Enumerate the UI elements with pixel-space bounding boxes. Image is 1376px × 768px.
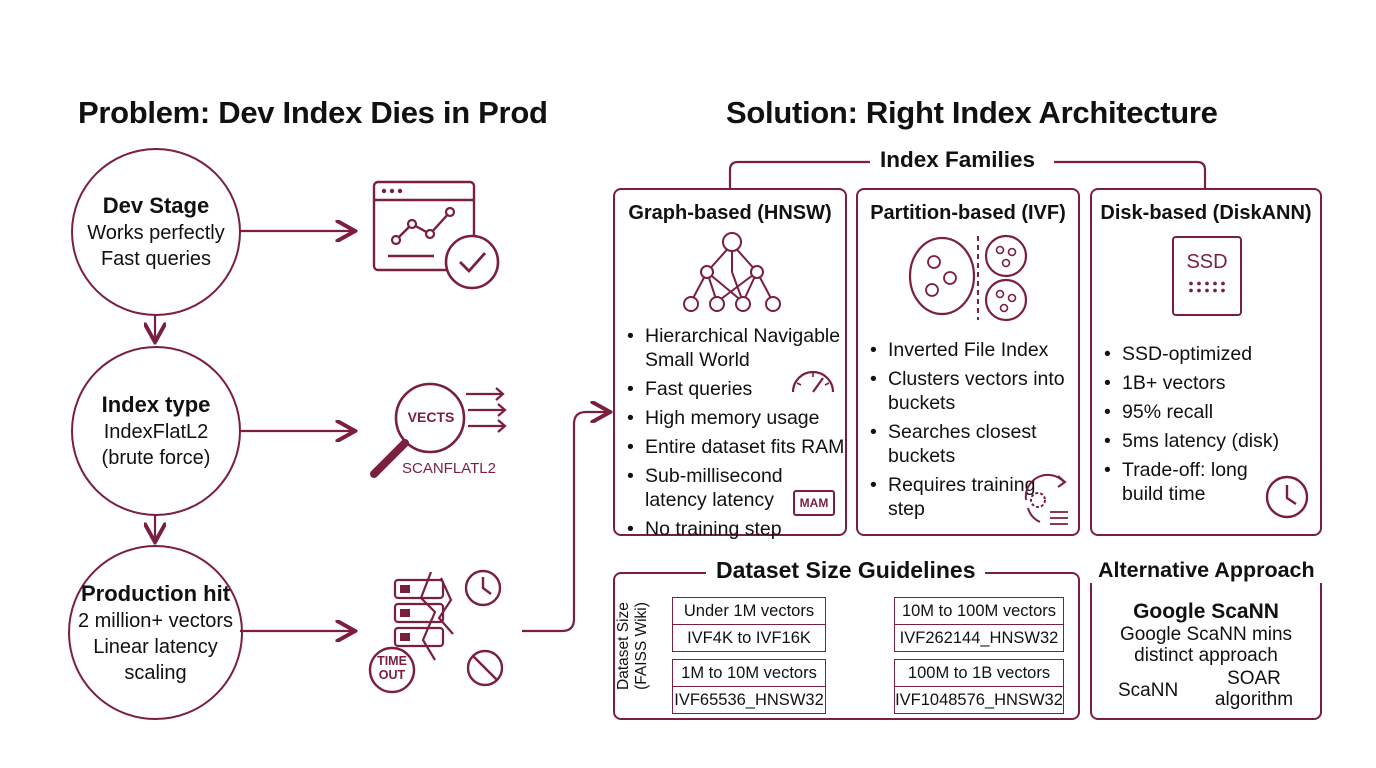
stage-prod-line-2: Linear latency [93,635,218,658]
guideline-index: IVF262144_HNSW32 [895,624,1063,651]
alt-left-label: ScaNN [1118,680,1179,701]
index-families-label: Index Families [880,147,1036,172]
guideline-range: 1M to 10M vectors [681,664,817,682]
families-bracket [728,160,1207,188]
guidelines-axis-label: Dataset Size (FAISS Wiki) [615,602,650,690]
memory-chip-icon: MAM [793,490,835,516]
panel-alternative: Google ScaNN Google ScaNN mins distinct … [1090,572,1322,720]
problem-title: Problem: Dev Index Dies in Prod [78,95,548,130]
guideline-index: IVF1048576_HNSW32 [895,686,1063,713]
solution-title: Solution: Right Index Architecture [726,95,1218,130]
guideline-range: 10M to 100M vectors [901,602,1057,620]
browser-chart-check-icon [372,180,500,290]
training-cycle-icon [1024,473,1068,525]
list-item: Requires training step [866,473,1078,521]
alternative-title: Alternative Approach [1090,558,1323,583]
panel-diskann-title: Disk-based (DiskANN) [1100,202,1312,224]
stage-index-title: Index type [101,392,211,417]
panel-hnsw-title: Graph-based (HNSW) [628,202,832,224]
panel-hnsw: Graph-based (HNSW) Hierarchical Navigabl… [613,188,847,541]
panel-diskann: Disk-based (DiskANN) SSD SSD-optimized 1… [1090,188,1322,536]
stage-dev: Dev Stage Works perfectly Fast queries [71,148,241,316]
ssd-label: SSD [1186,251,1228,273]
guideline-box-1m-10m: 1M to 10M vectors IVF65536_HNSW32 [672,659,826,714]
list-item: Clusters vectors into buckets [866,367,1078,415]
stage-prod-title: Production hit [80,580,231,606]
stage-index-type: Index type IndexFlatL2 (brute force) [71,346,241,516]
list-item: 1B+ vectors [1100,371,1320,395]
memory-chip-label: MAM [799,496,829,510]
list-item: Trade-off: long build time [1100,458,1320,506]
alt-right-label: SOAR algorithm [1214,668,1294,710]
stage-prod-line-3: scaling [124,661,187,684]
timeout-label: TIME OUT [377,654,407,682]
speedometer-icon [791,370,835,393]
list-item: Searches closest buckets [866,420,1078,468]
stage-dev-line-2: Fast queries [100,248,212,270]
alt-name: Google ScaNN [1133,600,1279,623]
panel-diskann-list: SSD-optimized 1B+ vectors 95% recall 5ms… [1100,342,1320,511]
magnifier-label: VECTS [407,409,455,425]
list-item: SSD-optimized [1100,342,1320,366]
server-timeout-icon: TIME OUT [365,568,510,694]
clock-icon [1265,475,1309,519]
guideline-box-10m-100m: 10M to 100M vectors IVF262144_HNSW32 [894,597,1064,652]
panel-ivf-list: Inverted File Index Clusters vectors int… [866,338,1078,526]
ssd-icon: SSD [1172,236,1242,316]
ssd-pins-icon [1187,280,1227,294]
list-item: 95% recall [1100,400,1320,424]
list-item: Entire dataset fits RAM [623,435,845,459]
guideline-box-100m-1b: 100M to 1B vectors IVF1048576_HNSW32 [894,659,1064,714]
stage-dev-line-1: Works perfectly [87,222,225,244]
panel-hnsw-list: Hierarchical Navigable Small World Fast … [623,324,845,546]
alt-desc: Google ScaNN mins distinct approach [1119,624,1293,666]
guideline-range: Under 1M vectors [683,602,815,620]
stage-prod-line-1: 2 million+ vectors [77,609,234,632]
arrow-problem-to-solution [522,412,608,633]
list-item: High memory usage [623,406,845,430]
panel-ivf-title: Partition-based (IVF) [870,202,1066,224]
stage-production: Production hit 2 million+ vectors Linear… [68,545,243,720]
list-item: Hierarchical Navigable Small World [623,324,845,372]
panel-ivf: Partition-based (IVF) Inverted File Inde… [856,188,1080,536]
magnifier-scan-icon: VECTS SCANFLATL2 [362,380,512,490]
guidelines-title: Dataset Size Guidelines [706,557,986,584]
stage-index-line-1: IndexFlatL2 [103,421,209,443]
guideline-index: IVF65536_HNSW32 [673,686,825,713]
stage-index-line-2: (brute force) [101,447,211,469]
stage-dev-title: Dev Stage [102,193,210,218]
hierarchy-graph-icon [683,232,781,312]
guideline-index: IVF4K to IVF16K [673,624,825,651]
list-item: Fast queries [623,377,845,401]
clusters-icon [908,234,1028,322]
list-item: 5ms latency (disk) [1100,429,1320,453]
guideline-range: 100M to 1B vectors [907,664,1051,682]
guideline-box-under-1m: Under 1M vectors IVF4K to IVF16K [672,597,826,652]
list-item: Sub-millisecond latency latency [623,464,845,512]
list-item: No training step [623,517,845,541]
list-item: Inverted File Index [866,338,1078,362]
scan-label: SCANFLATL2 [402,460,496,477]
